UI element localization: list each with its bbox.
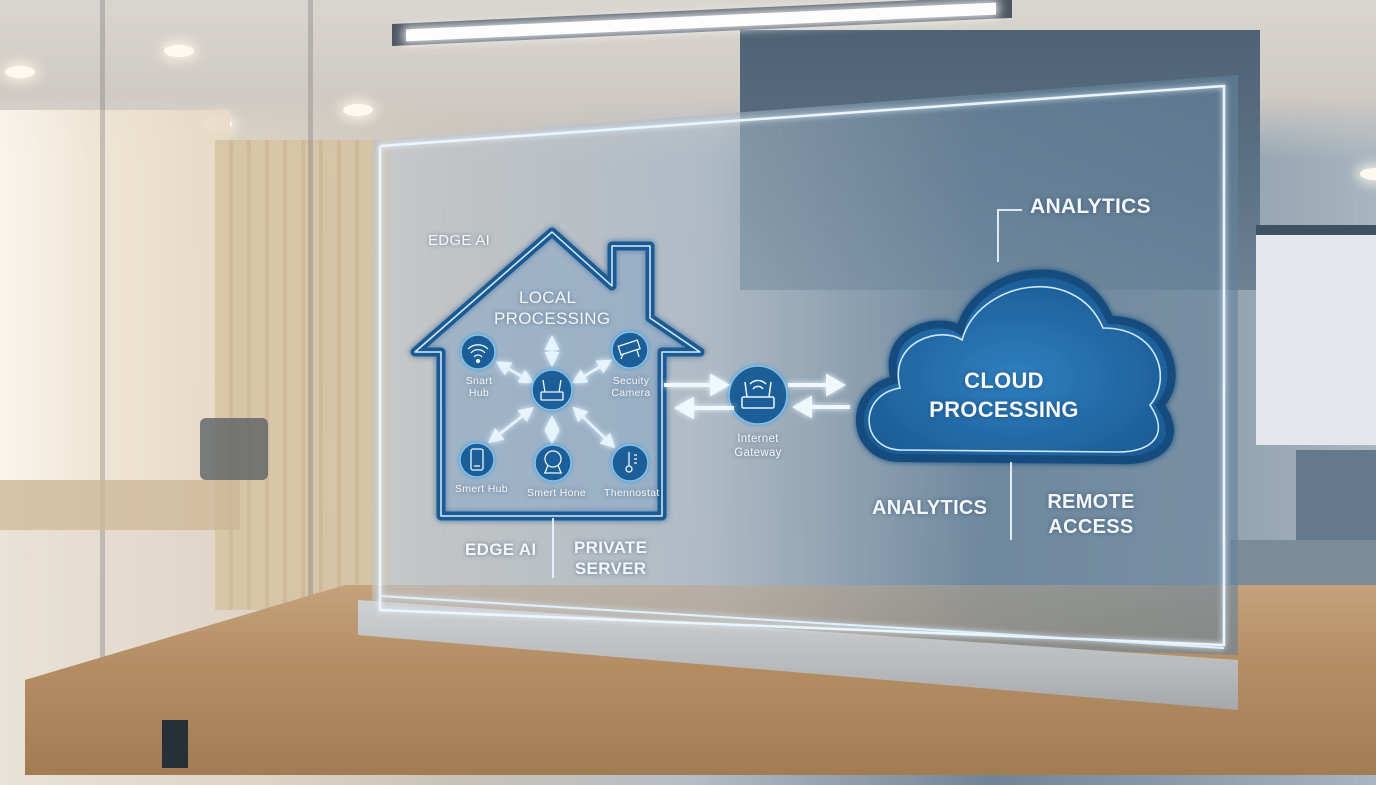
leader-lines <box>552 209 1022 578</box>
label-line: REMOTE <box>1047 491 1135 513</box>
house-title-line2: PROCESSING <box>494 309 611 328</box>
connection-arrows <box>488 335 616 449</box>
cloud-title-line: CLOUD <box>964 368 1044 393</box>
house-top-label: EDGE AI <box>428 232 491 249</box>
ceiling-downlight <box>5 66 35 78</box>
data-flow-arrows <box>664 373 850 420</box>
gateway-router-icon <box>741 379 775 409</box>
cloud-title-line: PROCESSING <box>929 397 1079 422</box>
glass-partition-frame <box>100 0 105 768</box>
house-bottom-label-right: PRIVATE SERVER <box>574 537 647 579</box>
security-camera-icon <box>617 339 641 360</box>
device-label-thermostat: Thennostat <box>604 487 660 499</box>
ceiling-downlight <box>343 104 373 116</box>
cloud-bottom-label-left: ANALYTICS <box>872 497 988 519</box>
cloud-shape <box>856 269 1176 465</box>
device-label-security-camera: Secuity Camera <box>609 375 653 399</box>
wood-panel-wall <box>215 140 390 610</box>
wifi-icon <box>467 344 489 364</box>
label-line: PRIVATE <box>574 538 648 557</box>
thermometer-icon <box>625 452 637 473</box>
gateway-label: Internet Gateway <box>730 432 786 460</box>
cloud-title: CLOUD PROCESSING <box>900 366 1108 424</box>
background-chair <box>200 418 268 480</box>
label-line: Internet <box>737 433 779 445</box>
house-bottom-label-left: EDGE AI <box>465 540 537 559</box>
cloud-bottom-label-right: REMOTE ACCESS <box>1040 490 1142 540</box>
label-line: SERVER <box>574 559 647 578</box>
glass-partition-frame <box>308 0 313 768</box>
ceiling-downlight <box>164 45 194 57</box>
device-label-line: Snart <box>465 375 493 387</box>
cloud-top-label: ANALYTICS <box>1030 195 1151 218</box>
diagram-graphics <box>378 84 1226 649</box>
window-header <box>1256 225 1376 237</box>
device-label-line: Secuity <box>612 375 650 387</box>
right-window <box>1256 235 1376 445</box>
device-label-smart-hub-2: Smert Hub <box>455 483 508 495</box>
device-label-line: Hub <box>468 387 490 399</box>
label-line: Gateway <box>734 447 782 459</box>
background-desk <box>0 480 240 530</box>
label-line: ACCESS <box>1048 516 1134 538</box>
router-icon <box>540 379 564 401</box>
device-label-line: Camera <box>611 387 651 399</box>
device-label-smart-hub: Snart Hub <box>464 375 494 399</box>
ceiling-downlight <box>1360 168 1376 180</box>
table-leg <box>162 720 188 768</box>
smart-home-device-icon <box>544 450 562 474</box>
panel-glow-border <box>378 84 1226 649</box>
smartphone-icon <box>470 448 484 471</box>
background-furniture <box>1296 450 1376 550</box>
window <box>0 110 230 530</box>
house-title-line1: LOCAL <box>519 288 577 307</box>
device-label-smart-home: Smert Hone <box>527 487 587 499</box>
